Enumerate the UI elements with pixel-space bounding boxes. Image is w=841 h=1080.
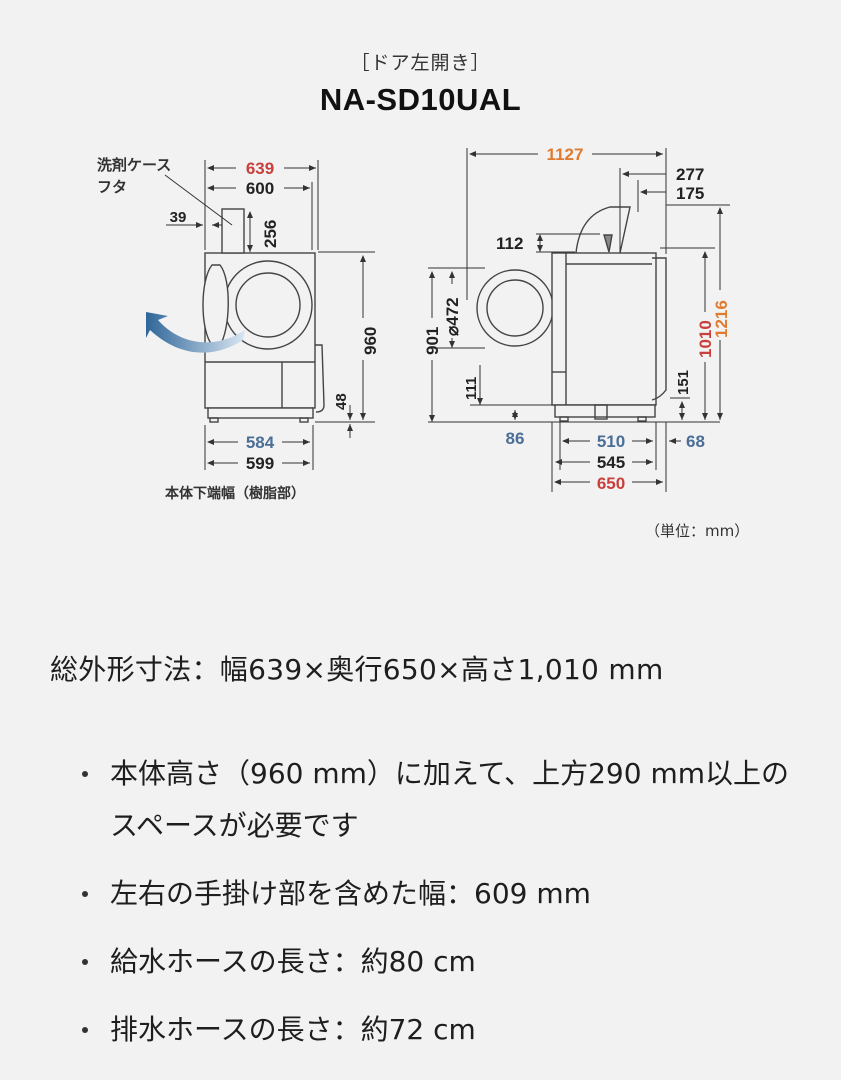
svg-text:175: 175 xyxy=(676,184,704,203)
svg-text:1216: 1216 xyxy=(712,300,731,338)
svg-text:510: 510 xyxy=(597,432,625,451)
svg-text:48: 48 xyxy=(333,393,350,410)
svg-text:112: 112 xyxy=(496,234,523,253)
model-name: NA-SD10UAL xyxy=(319,82,522,117)
svg-text:本体下端幅（樹脂部）: 本体下端幅（樹脂部） xyxy=(165,485,305,501)
bullet-icon xyxy=(82,1027,88,1033)
svg-text:960: 960 xyxy=(361,327,380,355)
svg-text:256: 256 xyxy=(261,220,280,248)
svg-text:洗剤ケース: 洗剤ケース xyxy=(97,156,171,174)
svg-text:584: 584 xyxy=(246,433,275,452)
door-orientation-label: ［ドア左開き］ xyxy=(350,52,491,74)
list-item: 左右の手掛け部を含めた幅：609 mm xyxy=(0,868,841,920)
svg-text:901: 901 xyxy=(423,327,442,355)
list-item: 本体高さ（960 mm）に加えて、上方290 mm以上のスペースが必要です xyxy=(0,748,841,852)
svg-text:599: 599 xyxy=(246,454,274,473)
side-dimension-values: 1127 277 175 112 901 ⌀472 111 86 510 545… xyxy=(423,145,731,493)
svg-text:1127: 1127 xyxy=(547,145,584,164)
svg-text:フタ: フタ xyxy=(97,179,127,196)
front-view xyxy=(202,208,325,423)
door-swing-arrow-icon xyxy=(146,312,245,353)
svg-text:639: 639 xyxy=(246,159,274,178)
svg-text:86: 86 xyxy=(506,429,525,448)
side-view xyxy=(476,206,667,422)
dimension-figure: ［ドア左開き］ NA-SD10UAL xyxy=(97,52,750,540)
front-dimension-values: 639 600 39 256 960 48 584 599 xyxy=(170,159,380,473)
list-item: 給水ホースの長さ：約80 cm xyxy=(0,936,841,988)
list-item: 排水ホースの長さ：約72 cm xyxy=(0,1004,841,1056)
svg-text:68: 68 xyxy=(686,432,705,451)
svg-text:600: 600 xyxy=(246,179,274,198)
svg-text:650: 650 xyxy=(597,474,625,493)
svg-text:545: 545 xyxy=(597,453,625,472)
unit-note: （単位：mm） xyxy=(645,522,750,540)
front-dimension-lines xyxy=(164,160,375,470)
dimension-drawing: 639 600 39 256 960 48 584 599 洗剤ケース フタ 本… xyxy=(97,145,731,501)
svg-text:1010: 1010 xyxy=(696,320,715,358)
svg-text:111: 111 xyxy=(463,377,480,400)
side-dimension-lines xyxy=(428,148,730,492)
svg-text:151: 151 xyxy=(675,370,692,395)
notes-list: 本体高さ（960 mm）に加えて、上方290 mm以上のスペースが必要です 左右… xyxy=(0,748,841,1072)
overall-dimensions-summary: 総外形寸法：幅639×奥行650×高さ1,010 mm xyxy=(50,653,664,686)
front-labels: 洗剤ケース フタ 本体下端幅（樹脂部） xyxy=(97,156,305,501)
svg-text:39: 39 xyxy=(170,209,187,226)
bullet-icon xyxy=(82,959,88,965)
bullet-icon xyxy=(82,771,88,777)
bullet-icon xyxy=(82,891,88,897)
svg-text:⌀472: ⌀472 xyxy=(443,297,462,336)
svg-text:277: 277 xyxy=(676,165,704,184)
